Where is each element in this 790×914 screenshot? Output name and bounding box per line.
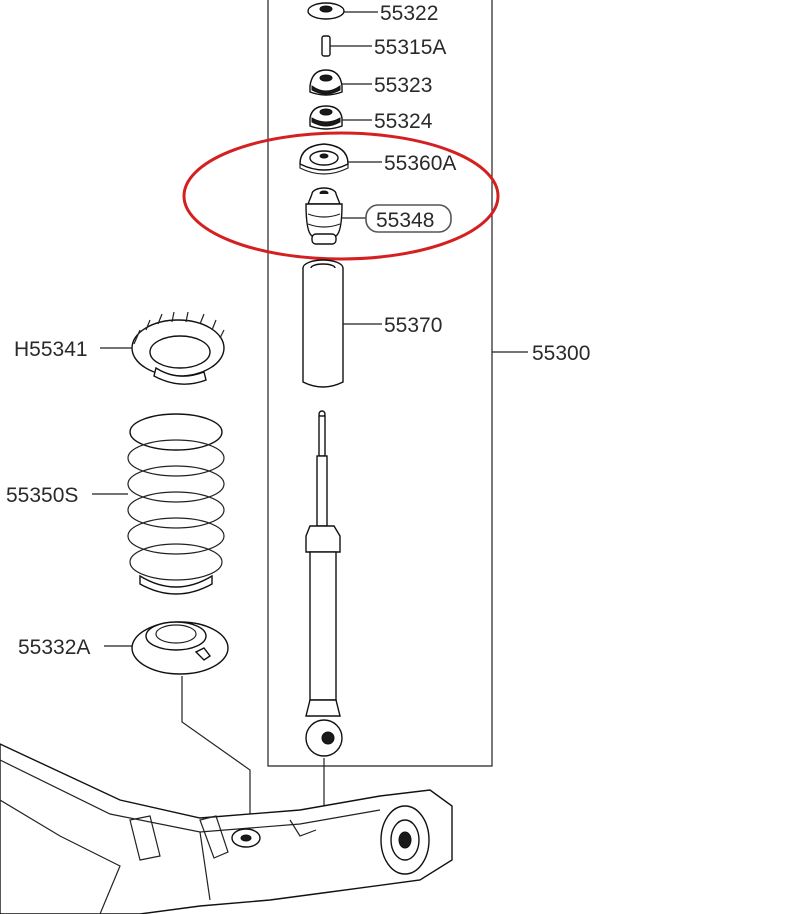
label-55332A[interactable]: 55332A bbox=[18, 636, 90, 659]
leader-pad-to-axle bbox=[181, 676, 251, 830]
part-shock-absorber[interactable] bbox=[305, 410, 343, 757]
part-55348-bump-stopper[interactable] bbox=[305, 187, 343, 245]
rear-axle-beam bbox=[0, 743, 453, 914]
label-55350S[interactable]: 55350S bbox=[6, 484, 78, 507]
part-55332A-lower-pad[interactable] bbox=[131, 621, 229, 675]
part-55350S-coil-spring[interactable] bbox=[127, 413, 225, 595]
label-H55341[interactable]: H55341 bbox=[14, 338, 88, 361]
label-55348[interactable]: 55348 bbox=[376, 209, 434, 232]
part-55323-nut[interactable] bbox=[309, 69, 343, 96]
part-55324-bushing[interactable] bbox=[309, 105, 343, 130]
part-55322-washer[interactable] bbox=[307, 2, 345, 20]
part-55315A-pin[interactable] bbox=[321, 35, 331, 57]
label-55322[interactable]: 55322 bbox=[380, 2, 438, 25]
part-55360A-upper-mount[interactable] bbox=[299, 143, 349, 175]
label-55323[interactable]: 55323 bbox=[374, 74, 432, 97]
assembly-bracket-55300 bbox=[267, 0, 493, 767]
label-55370[interactable]: 55370 bbox=[384, 314, 442, 337]
label-55315A[interactable]: 55315A bbox=[374, 36, 446, 59]
label-55324[interactable]: 55324 bbox=[374, 110, 433, 133]
part-55370-dust-cover[interactable] bbox=[302, 259, 344, 388]
label-55360A[interactable]: 55360A bbox=[384, 152, 456, 175]
part-H55341-spring-pad[interactable] bbox=[131, 311, 225, 385]
highlight-ellipse bbox=[182, 131, 500, 261]
label-55300[interactable]: 55300 bbox=[532, 342, 590, 365]
label-box-55348 bbox=[365, 204, 452, 233]
